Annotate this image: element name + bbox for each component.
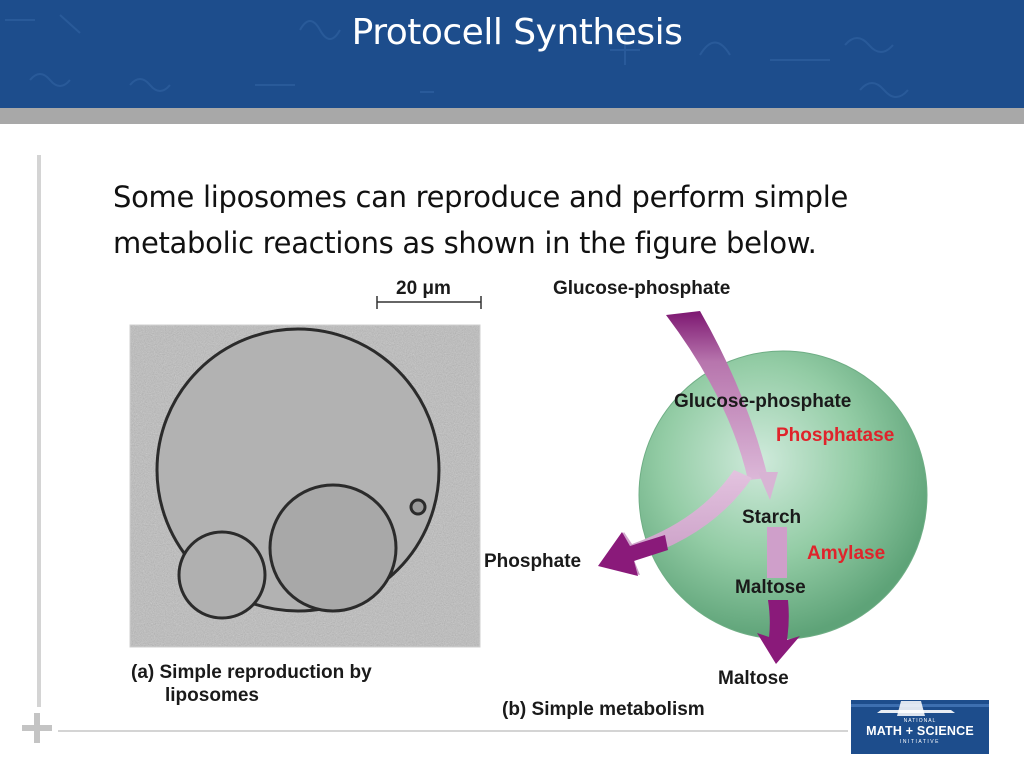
- title-banner: Protocell Synthesis: [0, 0, 1024, 108]
- logo-stripes: [851, 701, 989, 716]
- label-phosphatase: Phosphatase: [776, 425, 894, 446]
- label-amylase: Amylase: [807, 543, 885, 564]
- caption-b: (b) Simple metabolism: [502, 699, 705, 720]
- scale-bar: 20 μm: [376, 278, 482, 309]
- body-line-2: metabolic reactions as shown in the figu…: [113, 226, 817, 260]
- starch-arrowhead: [758, 472, 778, 500]
- body-line-1: Some liposomes can reproduce and perform…: [113, 180, 849, 214]
- starch-to-maltose-arrow: [767, 527, 787, 578]
- plus-icon: [22, 711, 56, 745]
- label-maltose-inside: Maltose: [735, 577, 806, 598]
- daughter-liposome: [268, 483, 398, 613]
- incoming-arrow: [666, 311, 768, 480]
- label-maltose-outside: Maltose: [718, 668, 789, 689]
- left-frame-line: [37, 155, 41, 707]
- tiny-vesicle: [409, 498, 427, 516]
- header-divider: [0, 108, 1024, 124]
- logo-line-3: INITIATIVE: [900, 739, 940, 745]
- slide-body-text: Some liposomes can reproduce and perform…: [113, 174, 973, 266]
- phosphate-arrowhead: [598, 532, 668, 576]
- slide-title: Protocell Synthesis: [351, 12, 683, 53]
- bottom-frame-line: [58, 730, 848, 732]
- formula-watermark: [5, 14, 909, 98]
- label-glucose-phosphate-outside: Glucose-phosphate: [553, 278, 730, 299]
- logo-line-2: MATH + SCIENCE: [866, 724, 974, 738]
- caption-a-line-1: (a) Simple reproduction by: [131, 662, 372, 683]
- label-phosphate: Phosphate: [484, 551, 581, 572]
- caption-a-line-2: liposomes: [165, 685, 259, 706]
- logo-line-1: NATIONAL: [903, 718, 937, 724]
- nmsi-logo: NATIONAL MATH + SCIENCE INITIATIVE: [851, 700, 989, 754]
- maltose-out-arrow: [757, 600, 800, 664]
- label-glucose-phosphate-inside: Glucose-phosphate: [674, 391, 851, 412]
- scale-bar-label: 20 μm: [396, 278, 451, 299]
- label-starch: Starch: [742, 507, 801, 528]
- micrograph-panel: [129, 324, 481, 648]
- small-liposome: [177, 530, 267, 620]
